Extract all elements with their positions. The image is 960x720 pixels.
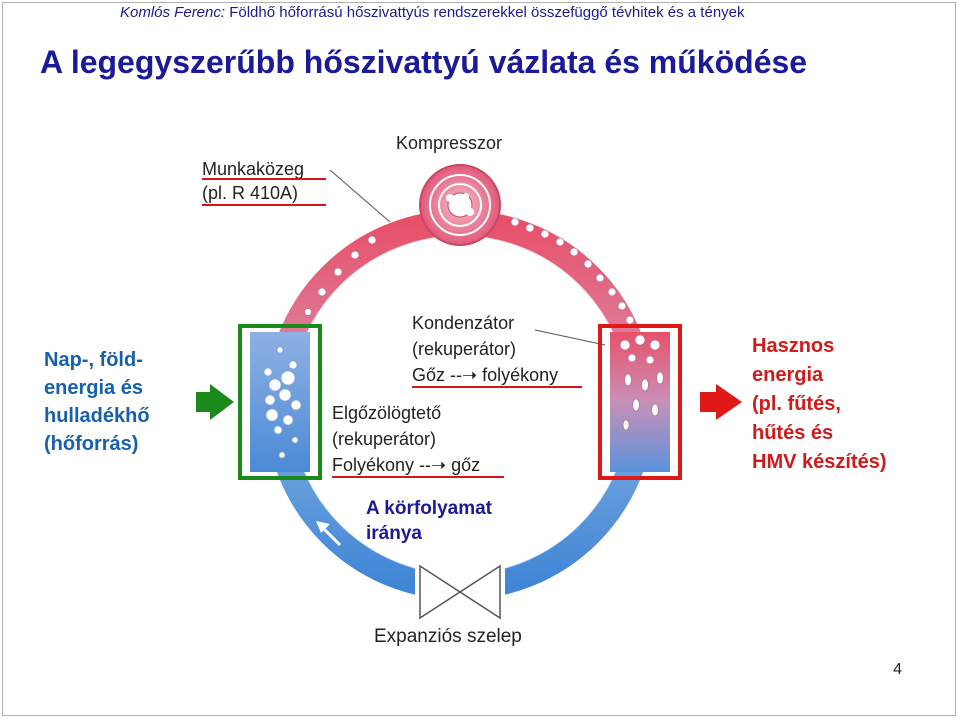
medium-underline-2 xyxy=(202,204,326,206)
condenser-frame xyxy=(598,324,682,480)
compressor-label: Kompresszor xyxy=(396,133,503,153)
condenser-droplets xyxy=(619,334,664,431)
condenser-tank xyxy=(610,332,670,472)
condenser-leader xyxy=(534,329,606,346)
heat-source-text: Nap-, föld- energia és hulladékhő (hőfor… xyxy=(44,346,150,458)
useful-energy-line5: HMV készítés) xyxy=(752,451,887,473)
condenser-label-line1: Kondenzátor xyxy=(412,313,515,333)
condenser-underline xyxy=(412,386,582,388)
condenser-label-line3: Gőz --➝ folyékony xyxy=(412,365,559,385)
useful-energy-line1: Hasznos xyxy=(752,335,835,357)
useful-energy-arrow-icon xyxy=(700,384,742,420)
medium-label-line2: (pl. R 410A) xyxy=(202,183,299,203)
heat-source-line1: Nap-, föld- xyxy=(44,349,143,371)
heat-source-line3: hulladékhő xyxy=(44,405,150,427)
cycle-direction-line2: iránya xyxy=(366,523,422,544)
medium-label-line1: Munkaközeg xyxy=(202,159,305,179)
heat-source-line4: (hőforrás) xyxy=(44,433,139,455)
header-subtitle: Földhő hőforrású hőszivattyús rendszerek… xyxy=(229,4,745,21)
heat-source-arrow-icon xyxy=(196,384,234,420)
valve-label: Expanziós szelep xyxy=(374,626,522,647)
evaporator-bubbles xyxy=(263,346,302,459)
evaporator-label-line2: (rekuperátor) xyxy=(332,429,437,449)
useful-energy-line4: hűtés és xyxy=(752,422,834,444)
evaporator-frame xyxy=(238,324,322,480)
useful-energy-text: Hasznos energia (pl. fűtés, hűtés és HMV… xyxy=(752,332,887,477)
page-number: 4 xyxy=(893,661,902,678)
evaporator-underline xyxy=(332,476,504,478)
slide-title: A legegyszerűbb hőszivattyú vázlata és m… xyxy=(40,44,808,80)
expansion-valve-icon xyxy=(415,564,505,620)
loop-vapor-bubbles xyxy=(304,217,635,325)
medium-underline-1 xyxy=(202,178,326,180)
header-author: Komlós Ferenc: xyxy=(120,4,226,21)
compressor-leader xyxy=(329,169,391,223)
cycle-direction-label: A körfolyamat iránya xyxy=(366,496,492,546)
useful-energy-line3: (pl. fűtés, xyxy=(752,393,841,415)
useful-energy-line2: energia xyxy=(752,364,824,386)
cycle-direction-line1: A körfolyamat xyxy=(366,498,492,519)
condenser-label-line2: (rekuperátor) xyxy=(412,339,517,359)
evaporator-label-line1: Elgőzölögtető xyxy=(332,403,442,423)
slide-header: Komlós Ferenc: Földhő hőforrású hőszivat… xyxy=(120,4,745,21)
flow-direction-arrow-icon xyxy=(316,521,342,547)
compressor-icon xyxy=(419,164,501,246)
heat-source-line2: energia és xyxy=(44,377,143,399)
evaporator-label-line3: Folyékony --➝ gőz xyxy=(332,455,481,475)
